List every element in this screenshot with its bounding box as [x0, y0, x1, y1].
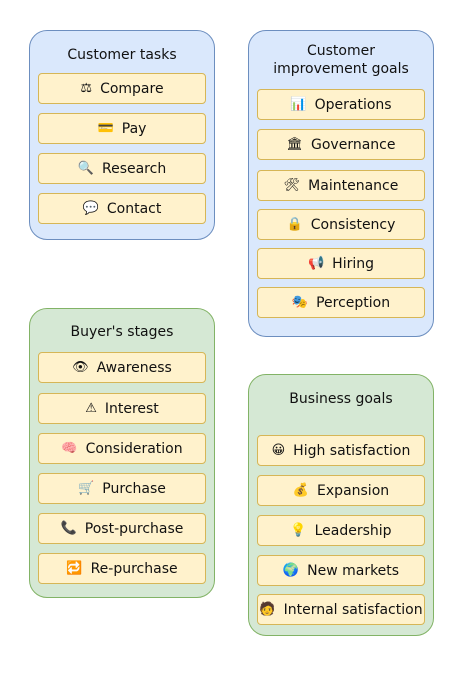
business-goal-internal-satisfaction[interactable]: 🧑 Internal satisfaction: [257, 594, 425, 625]
stage-re-purchase[interactable]: 🔁 Re-purchase: [38, 553, 206, 584]
stage-awareness[interactable]: 👁 Awareness: [38, 352, 206, 383]
globe-icon: 🌍: [282, 563, 300, 578]
item-label: Maintenance: [308, 177, 399, 194]
item-label: Research: [101, 160, 167, 177]
business-goals-panel: Business goals 😀 High satisfaction 💰 Expan…: [248, 374, 434, 636]
stage-purchase[interactable]: 🛒 Purchase: [38, 473, 206, 504]
smiley-icon: 😀: [271, 443, 286, 458]
item-label: Internal satisfaction: [283, 601, 423, 618]
item-label: Hiring: [332, 255, 374, 272]
task-pay[interactable]: 💳 Pay: [38, 113, 206, 144]
person-icon: 🧑: [259, 602, 276, 617]
goal-hiring[interactable]: 📢 Hiring: [257, 248, 425, 279]
item-label: Pay: [121, 120, 147, 137]
credit-card-icon: 💳: [97, 121, 114, 136]
item-label: Purchase: [102, 480, 166, 497]
institution-icon: 🏛: [286, 137, 304, 152]
stage-consideration[interactable]: 🧠 Consideration: [38, 433, 206, 464]
brain-icon: 🧠: [61, 441, 78, 456]
business-goal-new-markets[interactable]: 🌍 New markets: [257, 555, 425, 586]
lock-icon: 🔒: [286, 217, 303, 232]
task-research[interactable]: 🔍 Research: [38, 153, 206, 184]
item-label: Contact: [106, 200, 162, 217]
customer-improvement-goals-panel: Customer improvement goals 📊 Operations 🏛…: [248, 30, 434, 337]
compare-icon: ⚖: [80, 81, 93, 96]
magnifier-icon: 🔍: [77, 161, 94, 176]
customer-tasks-title: Customer tasks: [67, 47, 177, 63]
item-label: Compare: [100, 80, 164, 97]
task-compare[interactable]: ⚖ Compare: [38, 73, 206, 104]
repeat-icon: 🔁: [66, 561, 83, 576]
warning-icon: ⚠: [85, 401, 97, 416]
business-goal-leadership[interactable]: 💡 Leadership: [257, 515, 425, 546]
shopping-cart-icon: 🛒: [78, 481, 95, 496]
stage-post-purchase[interactable]: 📞 Post-purchase: [38, 513, 206, 544]
phone-icon: 📞: [60, 521, 77, 536]
goal-maintenance[interactable]: 🛠 Maintenance: [257, 170, 425, 201]
buyers-stages-panel: Buyer's stages 👁 Awareness ⚠ Interest 🧠 Con…: [29, 308, 215, 598]
customer-improvement-goals-title: Customer improvement goals: [273, 43, 409, 77]
eye-icon: 👁: [72, 360, 89, 375]
goal-perception[interactable]: 🎭 Perception: [257, 287, 425, 318]
task-contact[interactable]: 💬 Contact: [38, 193, 206, 224]
item-label: Governance: [311, 136, 396, 153]
business-goals-title: Business goals: [289, 391, 393, 407]
business-goal-high-satisfaction[interactable]: 😀 High satisfaction: [257, 435, 425, 466]
speech-bubble-icon: 💬: [82, 201, 99, 216]
tools-icon: 🛠: [283, 178, 301, 193]
goal-operations[interactable]: 📊 Operations: [257, 89, 425, 120]
money-bag-icon: 💰: [292, 483, 310, 498]
item-label: Consistency: [310, 216, 396, 233]
buyers-stages-title: Buyer's stages: [70, 324, 174, 340]
goal-governance[interactable]: 🏛 Governance: [257, 129, 425, 160]
bar-chart-icon: 📊: [290, 97, 307, 112]
customer-tasks-panel: Customer tasks ⚖ Compare 💳 Pay 🔍 Research 💬…: [29, 30, 215, 240]
item-label: Perception: [316, 294, 391, 311]
item-label: Awareness: [96, 359, 172, 376]
item-label: Expansion: [317, 482, 390, 499]
item-label: Re-purchase: [90, 560, 178, 577]
item-label: Interest: [104, 400, 159, 417]
item-label: New markets: [307, 562, 400, 579]
item-label: Consideration: [85, 440, 183, 457]
light-bulb-icon: 💡: [290, 523, 307, 538]
business-goal-expansion[interactable]: 💰 Expansion: [257, 475, 425, 506]
item-label: Leadership: [314, 522, 392, 539]
megaphone-icon: 📢: [307, 256, 325, 271]
masks-icon: 🎭: [291, 295, 309, 310]
item-label: Operations: [314, 96, 392, 113]
goal-consistency[interactable]: 🔒 Consistency: [257, 209, 425, 240]
item-label: High satisfaction: [293, 442, 411, 459]
stage-interest[interactable]: ⚠ Interest: [38, 393, 206, 424]
item-label: Post-purchase: [84, 520, 184, 537]
